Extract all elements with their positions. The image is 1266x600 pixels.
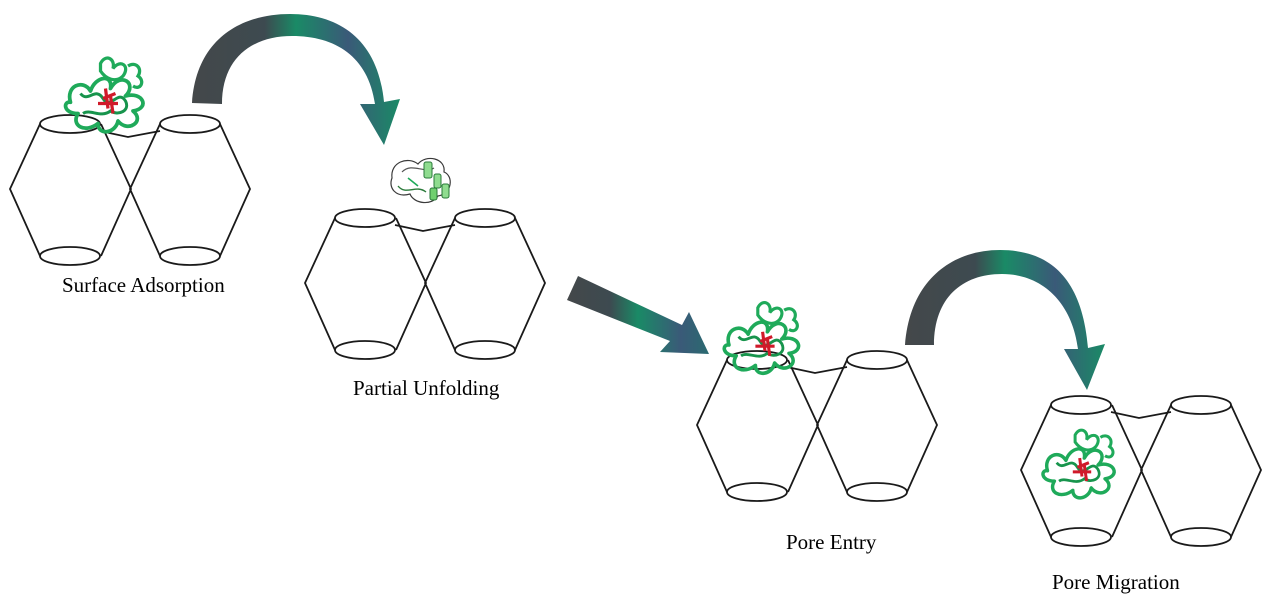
pore-pair-entry bbox=[696, 350, 938, 502]
curved-arrow-icon bbox=[905, 250, 1105, 390]
unfolded-protein-icon bbox=[63, 56, 145, 134]
stage-label-pore-entry: Pore Entry bbox=[786, 530, 877, 554]
straight-arrow-icon bbox=[567, 276, 709, 354]
unfolded-protein-icon bbox=[722, 300, 801, 376]
pore-pair-surface bbox=[9, 114, 251, 266]
stage-label-pore-migration: Pore Migration bbox=[1052, 570, 1180, 594]
unfolded-protein-icon bbox=[1041, 428, 1116, 500]
pore-pair-partial bbox=[304, 208, 546, 360]
folded-protein-icon bbox=[390, 157, 451, 204]
curved-arrow-icon bbox=[192, 14, 400, 145]
stage-label-partial-unfolding: Partial Unfolding bbox=[353, 376, 500, 400]
stage-label-surface-adsorption: Surface Adsorption bbox=[62, 273, 225, 297]
pore-pair-migration bbox=[1020, 395, 1262, 547]
